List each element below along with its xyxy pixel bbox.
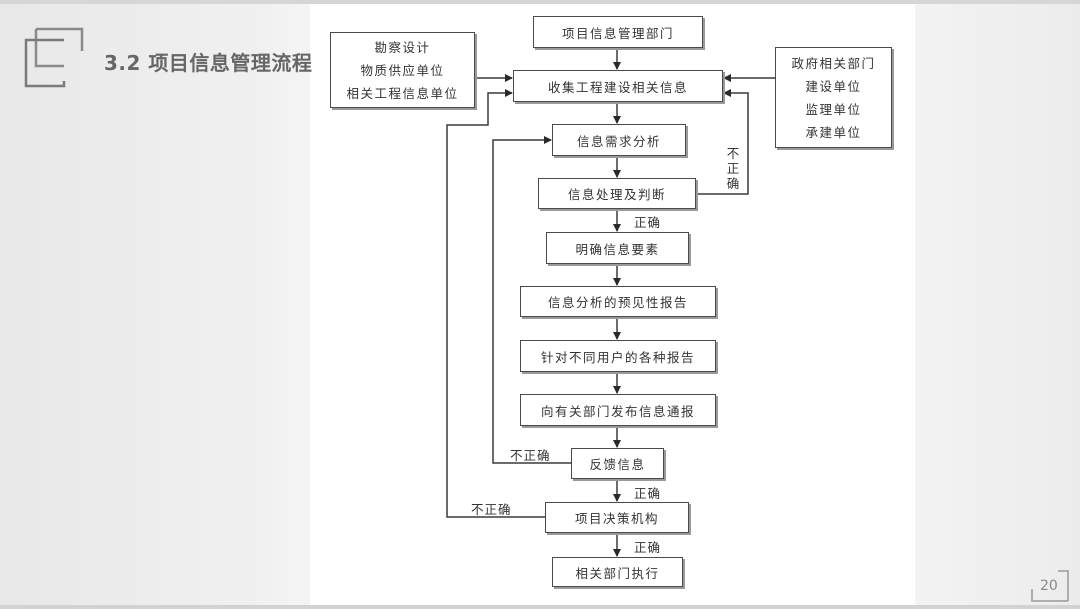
node-execute: 相关部门执行 [552,557,683,587]
source-item: 勘察设计 [374,39,431,55]
node-label: 向有关部门发布信息通报 [540,403,695,419]
section-logo-icon [24,27,84,88]
node-left-sources: 勘察设计 物质供应单位 相关工程信息单位 [330,32,475,108]
node-right-sources: 政府相关部门 建设单位 监理单位 承建单位 [775,47,892,148]
node-user-reports: 针对不同用户的各种报告 [520,340,716,372]
node-label: 针对不同用户的各种报告 [540,349,695,365]
node-collect-info: 收集工程建设相关信息 [513,70,723,102]
label-decision-correct: 正确 [634,540,662,555]
node-label: 信息分析的预见性报告 [547,295,688,310]
source-item: 监理单位 [805,101,862,117]
node-label: 信息处理及判断 [567,187,666,202]
node-info-elements: 明确信息要素 [546,232,689,264]
node-label: 项目决策机构 [574,511,659,526]
node-publish-notice: 向有关部门发布信息通报 [520,394,716,426]
label-process-correct: 正确 [634,215,662,230]
source-item: 政府相关部门 [791,55,876,71]
node-decision: 项目决策机构 [545,502,689,533]
label-feedback-incorrect: 不正确 [510,448,551,463]
node-forecast-report: 信息分析的预见性报告 [520,286,716,317]
page-number: 20 [1040,578,1058,594]
slide-title: 3.2 项目信息管理流程 [104,51,313,75]
source-item: 承建单位 [805,124,862,140]
node-label: 相关部门执行 [575,565,660,581]
node-demand-analysis: 信息需求分析 [552,124,686,156]
node-process-judge: 信息处理及判断 [538,178,696,209]
page-number-frame-icon [1031,570,1069,602]
node-label: 信息需求分析 [576,133,661,149]
node-label: 明确信息要素 [575,241,660,257]
edge-feedback-incorrect [492,136,571,464]
label-feedback-correct: 正确 [634,486,662,501]
node-info-management-dept: 项目信息管理部门 [533,16,703,48]
node-label: 反馈信息 [589,457,646,472]
edge-decision-incorrect [446,89,545,518]
node-feedback: 反馈信息 [571,448,664,479]
source-item: 建设单位 [805,78,862,94]
label-decision-incorrect: 不正确 [471,502,512,517]
label-process-incorrect: 不正确 [726,146,740,191]
edge-process-incorrect [696,89,749,195]
node-label: 收集工程建设相关信息 [547,79,688,95]
node-label: 项目信息管理部门 [561,25,674,41]
source-item: 物质供应单位 [360,62,445,78]
source-item: 相关工程信息单位 [346,85,459,101]
